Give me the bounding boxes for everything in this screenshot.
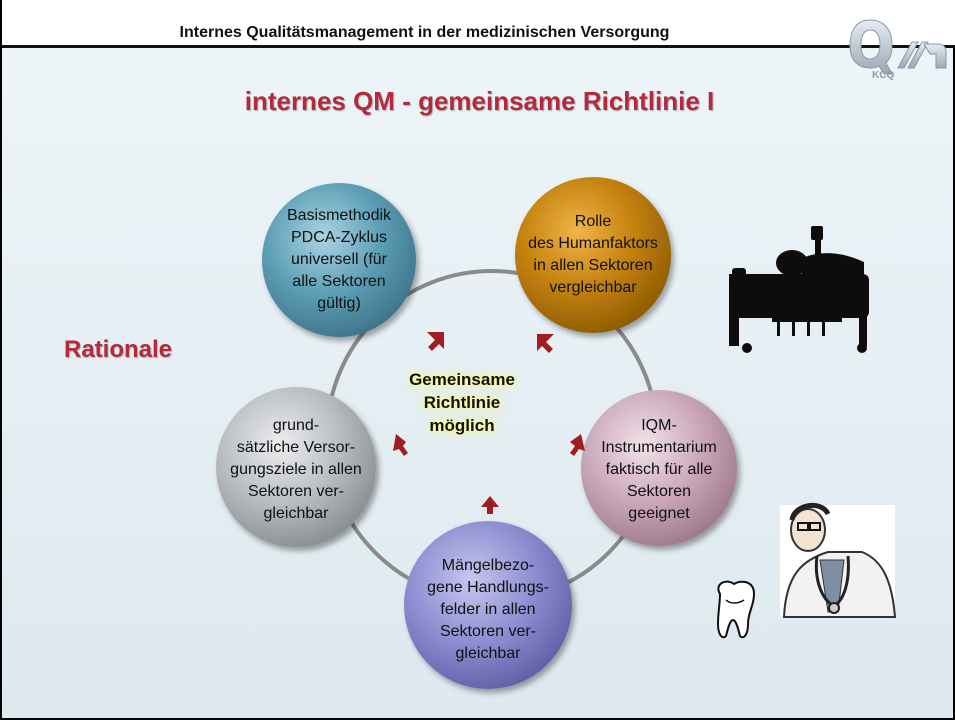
node-grund-circle <box>216 387 376 547</box>
node-rolle-circle <box>515 177 671 333</box>
arrow-rolle <box>537 334 554 353</box>
node-maengel-circle <box>404 521 572 689</box>
tooth-icon <box>716 580 756 639</box>
node-rolle-text: Rolle des Humanfaktors in allen Sektoren… <box>528 213 658 296</box>
node-maengel-text: Mängelbezo- gene Handlungs- felder in al… <box>427 557 549 662</box>
node-basis-text: Basismethodik PDCA-Zyklus universell (fü… <box>286 207 392 312</box>
arrow-grund <box>393 434 408 456</box>
doctor-icon <box>780 503 897 618</box>
node-basis-circle <box>262 183 416 337</box>
slide-title: internes QM - gemeinsame Richtlinie I <box>244 86 715 116</box>
patient-bed-icon <box>729 226 869 353</box>
arrow-iqm <box>570 434 585 456</box>
header-bar <box>2 0 955 48</box>
header-title: Internes Qualitätsmanagement in der medi… <box>179 24 670 41</box>
arrow-basis <box>427 332 444 351</box>
node-grund-text: grund- sätzliche Versor- gungsziele in a… <box>230 417 362 522</box>
arrow-maengel <box>481 496 499 514</box>
logo-caption: KCQ <box>872 70 895 81</box>
rationale-label: Rationale <box>64 336 173 363</box>
kcq-logo-icon <box>849 19 947 75</box>
node-iqm-circle <box>581 390 737 546</box>
node-iqm-text: IQM- Instrumentarium faktisch für alle S… <box>601 417 717 522</box>
center-label: Gemeinsame Richtlinie möglich <box>409 370 515 435</box>
